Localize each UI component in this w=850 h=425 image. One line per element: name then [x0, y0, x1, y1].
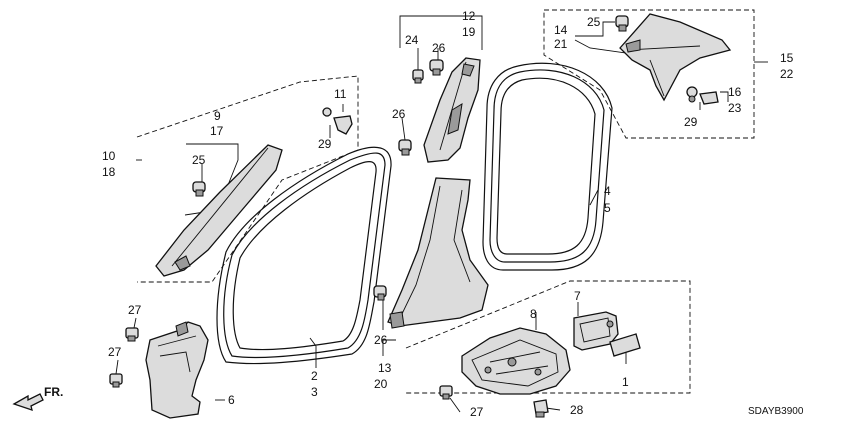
callout-26: 26: [432, 41, 446, 55]
callout-28: 28: [570, 403, 584, 417]
callout-19: 19: [462, 25, 476, 39]
clip-26-upper: [429, 59, 444, 76]
lid-1: [609, 333, 641, 357]
a-pillar-garnish: [155, 144, 283, 277]
callout-14: 14: [554, 23, 568, 37]
callout-9: 9: [214, 109, 221, 123]
callout-8: 8: [530, 307, 537, 321]
anchor-bracket: [461, 327, 571, 395]
clip-26-lower: [373, 285, 387, 301]
clip-26-mid: [398, 139, 412, 156]
rear-pillar-garnish: [619, 13, 732, 102]
callout-23: 23: [728, 101, 742, 115]
rear-door-weatherstrip: [482, 62, 613, 271]
center-pillar-upper-garnish: [423, 57, 481, 163]
callout-16: 16: [728, 85, 742, 99]
callout-6: 6: [228, 393, 235, 407]
callout-21: 21: [554, 37, 568, 51]
cover-7: [573, 311, 619, 351]
callout-29: 29: [318, 137, 332, 151]
front-kick-panel: [145, 321, 209, 419]
callout-20: 20: [374, 377, 388, 391]
direction-label: FR.: [44, 385, 63, 399]
callout-5: 5: [604, 201, 611, 215]
callout-11: 11: [334, 87, 347, 101]
clip-27-a: [125, 327, 139, 342]
clip-28: [533, 399, 549, 418]
diagram-code: SDAYB3900: [748, 406, 804, 417]
clip-27-b: [109, 373, 123, 388]
callout-26: 26: [374, 333, 388, 347]
callout-27: 27: [128, 303, 142, 317]
clip-29a: [322, 107, 332, 117]
callout-18: 18: [102, 165, 116, 179]
callout-12: 12: [462, 9, 476, 23]
clip-25-a: [192, 181, 206, 197]
callout-labels: 12 19 24 26 26 25 14 21 15 22 16 23 29 1…: [44, 9, 804, 419]
callout-22: 22: [780, 67, 794, 81]
callout-29: 29: [684, 115, 698, 129]
clip-29b: [686, 86, 698, 103]
clip-11: [322, 107, 353, 135]
callout-7: 7: [574, 289, 581, 303]
callout-25: 25: [192, 153, 206, 167]
callout-15: 15: [780, 51, 794, 65]
frame-kick-panel: [405, 280, 691, 394]
callout-3: 3: [311, 385, 318, 399]
callout-2: 2: [311, 369, 318, 383]
callout-27: 27: [108, 345, 122, 359]
callout-17: 17: [210, 124, 224, 138]
center-pillar-lower-garnish: [387, 177, 489, 329]
front-direction-arrow: [12, 393, 44, 411]
callout-25: 25: [587, 15, 601, 29]
callout-4: 4: [604, 184, 611, 198]
clip-27-c: [439, 385, 453, 400]
callout-13: 13: [378, 361, 392, 375]
clip-16: [699, 91, 719, 105]
frame-rear-pillar: [543, 9, 755, 139]
callout-26: 26: [392, 107, 406, 121]
callout-24: 24: [405, 33, 419, 47]
callout-10: 10: [102, 149, 116, 163]
callout-1: 1: [622, 375, 629, 389]
leader-lines: [115, 15, 768, 413]
clip-24: [412, 69, 424, 84]
callout-27: 27: [470, 405, 484, 419]
front-door-weatherstrip: [216, 146, 392, 365]
clip-25-b: [615, 15, 629, 32]
